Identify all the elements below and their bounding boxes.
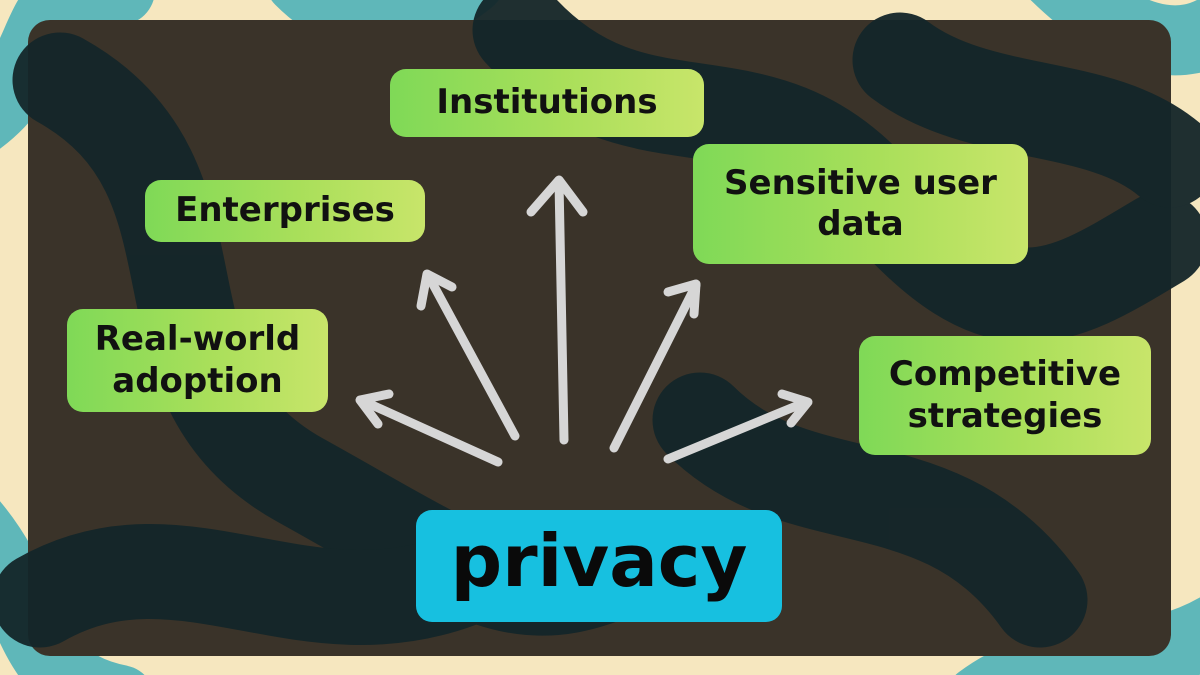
node-real-world-adoption-label: Real-world adoption: [94, 319, 301, 401]
node-sensitive-user-data-label: Sensitive user data: [724, 162, 997, 244]
node-institutions: Institutions: [390, 69, 704, 137]
node-enterprises-label: Enterprises: [175, 190, 395, 231]
arrow-to-competitive-strategies: [663, 397, 811, 464]
arrow-to-sensitive-data: [609, 280, 701, 453]
arrow-to-institutions: [554, 177, 569, 445]
node-institutions-label: Institutions: [436, 82, 658, 123]
node-competitive-strategies-label: Competitive strategies: [888, 354, 1122, 436]
node-enterprises: Enterprises: [145, 180, 425, 242]
node-real-world-adoption: Real-world adoption: [67, 309, 328, 412]
node-competitive-strategies: Competitive strategies: [859, 336, 1151, 455]
arrow-to-real-world-adoption: [356, 395, 503, 467]
center-node-privacy: privacy: [416, 510, 782, 622]
arrow-to-enterprises: [423, 270, 520, 441]
center-node-label: privacy: [450, 519, 748, 603]
node-sensitive-user-data: Sensitive user data: [693, 144, 1028, 264]
